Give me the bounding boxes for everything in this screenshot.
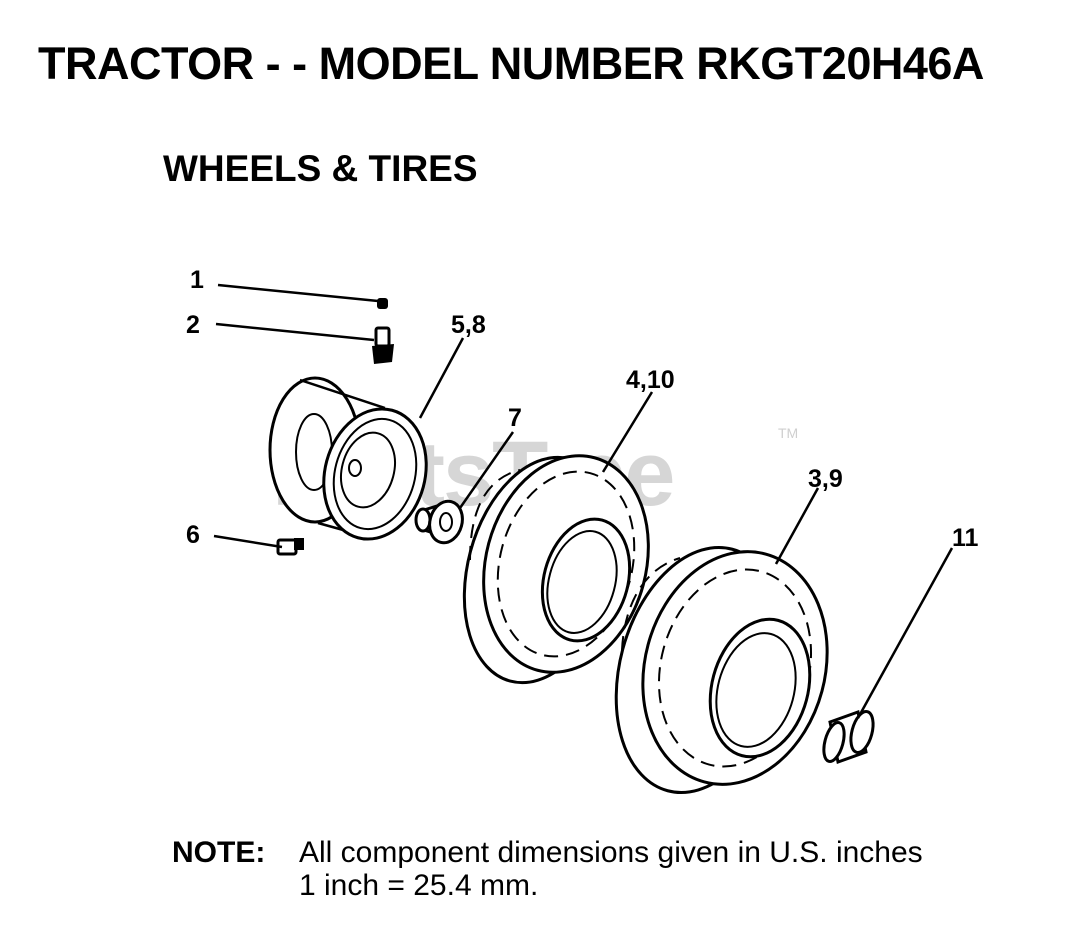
callout-6[interactable]: 6 <box>186 521 200 549</box>
leader-line-7 <box>458 431 515 509</box>
section-title: WHEELS & TIRES <box>163 148 478 189</box>
bushing-part[interactable] <box>414 498 467 547</box>
leader-line-3-9 <box>774 487 820 565</box>
page-title: TRACTOR - - MODEL NUMBER RKGT20H46A <box>38 38 984 89</box>
hub-cap-part[interactable] <box>820 709 877 764</box>
callout-7[interactable]: 7 <box>508 404 522 432</box>
callout-4-10[interactable]: 4,10 <box>626 366 675 394</box>
rear-tire-part[interactable] <box>590 529 852 812</box>
callout-2[interactable]: 2 <box>186 311 200 339</box>
wheel-rim-part[interactable] <box>268 376 440 551</box>
watermark-trademark: TM <box>778 425 798 441</box>
leader-line-5-8 <box>418 337 465 419</box>
note-line-1: All component dimensions given in U.S. i… <box>299 836 923 869</box>
leader-line-1 <box>217 283 379 303</box>
callout-11[interactable]: 11 <box>952 524 979 552</box>
valve-cap-part[interactable] <box>377 298 388 309</box>
valve-stem-part[interactable] <box>372 326 394 364</box>
note-line-2: 1 inch = 25.4 mm. <box>299 869 539 902</box>
leader-line-11 <box>856 547 954 719</box>
callout-3-9[interactable]: 3,9 <box>808 465 843 493</box>
leader-line-6 <box>213 534 283 549</box>
callout-5-8[interactable]: 5,8 <box>451 311 486 339</box>
front-tire-part[interactable] <box>441 437 672 700</box>
note-label: NOTE: <box>172 836 266 869</box>
leader-line-4-10 <box>601 391 654 473</box>
callout-1[interactable]: 1 <box>190 266 204 294</box>
leader-line-2 <box>215 322 375 342</box>
